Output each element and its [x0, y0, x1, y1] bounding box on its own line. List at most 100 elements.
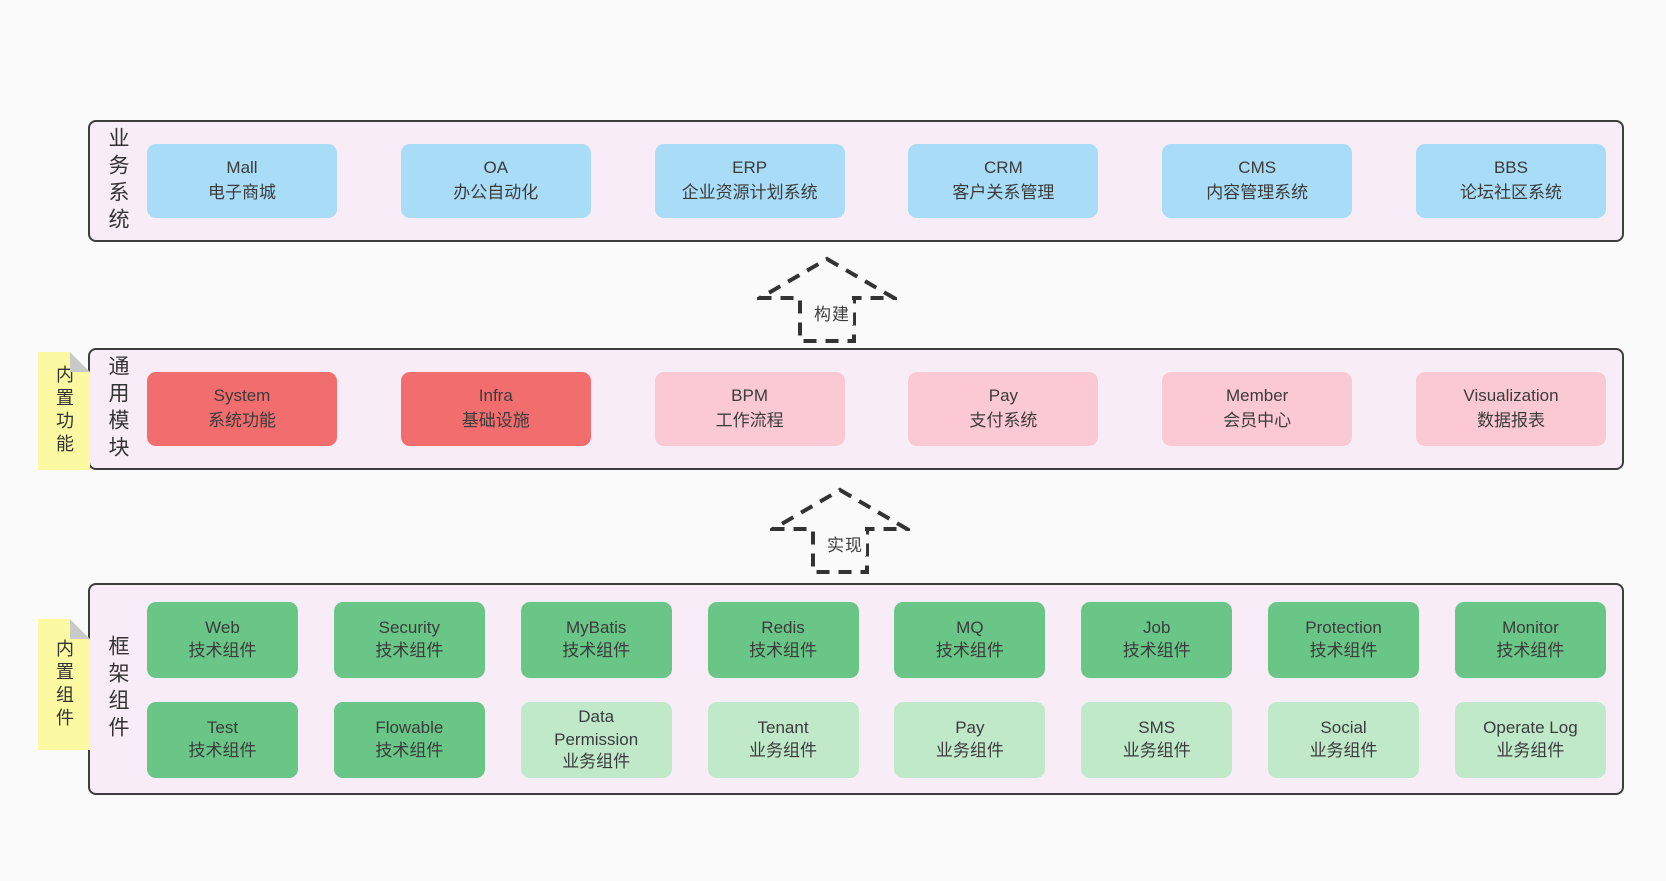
- arrow-build-label: 构建: [811, 300, 854, 325]
- box-subtitle: 业务组件: [562, 752, 631, 772]
- box-subtitle: 数据报表: [1476, 411, 1545, 430]
- box-oa: OA 办公自动化: [400, 144, 591, 218]
- arrow-build: 构建: [757, 256, 897, 344]
- box-subtitle: 支付系统: [969, 411, 1038, 430]
- box-pay: Pay 业务组件: [894, 702, 1046, 778]
- box-title: Monitor: [1502, 618, 1559, 638]
- box-mall: Mall 电子商城: [147, 144, 337, 218]
- box-subtitle: 业务组件: [749, 741, 818, 760]
- business-side-label: 业务系统: [106, 127, 129, 235]
- box-mq: MQ 技术组件: [894, 602, 1046, 678]
- box-title: Infra: [478, 386, 513, 406]
- box-subtitle: 技术组件: [188, 641, 257, 660]
- box-test: Test 技术组件: [147, 702, 298, 778]
- box-erp: ERP 企业资源计划系统: [654, 144, 845, 218]
- box-pay: Pay 支付系统: [908, 372, 1099, 446]
- sticky-built-in-features: 内置功能: [38, 352, 90, 470]
- box-subtitle: 基础设施: [461, 411, 530, 430]
- business-boxes: Mall 电子商城 OA 办公自动化 ERP 企业资源计划系统 CRM 客户关系管理 CMS 内容…: [147, 122, 1606, 240]
- box-monitor: Monitor 技术组件: [1454, 602, 1606, 678]
- box-sms: SMS 业务组件: [1081, 702, 1233, 778]
- sticky-built-in-components: 内置组件: [38, 619, 90, 750]
- panel-common-modules: 通用模块 System 系统功能 Infra 基础设施 BPM 工作流程 Pay 支付系统 Me…: [88, 348, 1624, 470]
- box-title: SMS: [1138, 718, 1176, 738]
- box-mybatis: MyBatis 技术组件: [520, 602, 672, 678]
- box-subtitle: 技术组件: [749, 641, 818, 660]
- box-title: BPM: [731, 386, 769, 406]
- sticky-built-in-components-label: 内置组件: [54, 638, 74, 731]
- box-crm: CRM 客户关系管理: [908, 144, 1099, 218]
- box-redis: Redis 技术组件: [707, 602, 859, 678]
- box-title: Tenant: [757, 718, 809, 738]
- box-title: Social: [1320, 718, 1367, 738]
- box-tenant: Tenant 业务组件: [707, 702, 859, 778]
- box-web: Web 技术组件: [147, 602, 298, 678]
- box-title: Pay: [988, 386, 1019, 406]
- modules-side-label: 通用模块: [106, 355, 129, 463]
- components-side-label: 框架组件: [106, 635, 129, 743]
- box-title: Protection: [1305, 618, 1382, 638]
- box-title: Redis: [761, 618, 805, 638]
- box-bbs: BBS 论坛社区系统: [1415, 144, 1606, 218]
- box-title: Test: [206, 718, 239, 738]
- box-subtitle: 技术组件: [188, 741, 257, 760]
- box-visualization: Visualization 数据报表: [1415, 372, 1606, 446]
- box-security: Security 技术组件: [333, 602, 485, 678]
- panel-business-systems: 业务系统 Mall 电子商城 OA 办公自动化 ERP 企业资源计划系统 CRM 客户关系管理…: [88, 120, 1624, 242]
- box-subtitle: 企业资源计划系统: [681, 183, 818, 202]
- box-subtitle: 技术组件: [935, 641, 1004, 660]
- box-title: BBS: [1493, 158, 1528, 178]
- box-subtitle: 技术组件: [1496, 641, 1565, 660]
- box-protection: Protection 技术组件: [1268, 602, 1420, 678]
- box-title: Job: [1143, 618, 1171, 638]
- box-title: Member: [1226, 386, 1289, 406]
- box-title: CRM: [984, 158, 1023, 178]
- box-title: System: [213, 386, 271, 406]
- box-title: Flowable: [375, 718, 444, 738]
- up-arrow-icon: [770, 487, 910, 574]
- box-bpm: BPM 工作流程: [654, 372, 845, 446]
- box-title: ERP: [732, 158, 768, 178]
- box-subtitle: 业务组件: [1496, 741, 1565, 760]
- box-subtitle: 工作流程: [715, 411, 784, 430]
- box-title: Web: [205, 618, 240, 638]
- modules-boxes: System 系统功能 Infra 基础设施 BPM 工作流程 Pay 支付系统 Member 会…: [147, 350, 1606, 468]
- box-cms: CMS 内容管理系统: [1162, 144, 1353, 218]
- box-infra: Infra 基础设施: [400, 372, 591, 446]
- box-title: Mall: [226, 158, 258, 178]
- box-member: Member 会员中心: [1162, 372, 1353, 446]
- box-title: CMS: [1238, 158, 1277, 178]
- box-title: OA: [483, 158, 509, 178]
- arrow-implement-label: 实现: [824, 531, 867, 556]
- box-subtitle: 技术组件: [375, 741, 444, 760]
- box-subtitle: 系统功能: [208, 411, 276, 430]
- box-subtitle: 技术组件: [562, 641, 631, 660]
- box-title: MQ: [956, 618, 984, 638]
- box-social: Social 业务组件: [1268, 702, 1420, 778]
- box-subtitle: 业务组件: [1309, 741, 1378, 760]
- box-flowable: Flowable 技术组件: [333, 702, 485, 778]
- box-subtitle: 电子商城: [208, 183, 276, 202]
- sticky-built-in-features-label: 内置功能: [54, 365, 74, 457]
- box-system: System 系统功能: [147, 372, 337, 446]
- box-title: Security: [378, 618, 441, 638]
- box-subtitle: 论坛社区系统: [1459, 183, 1562, 202]
- box-subtitle: 业务组件: [935, 741, 1004, 760]
- box-subtitle: 内容管理系统: [1206, 183, 1309, 202]
- box-subtitle: 办公自动化: [453, 183, 539, 202]
- box-operate-log: Operate Log 业务组件: [1454, 702, 1606, 778]
- box-subtitle: 技术组件: [1309, 641, 1378, 660]
- box-title: Visualization: [1463, 386, 1559, 406]
- box-title: MyBatis: [565, 618, 627, 638]
- box-subtitle: 业务组件: [1122, 741, 1191, 760]
- box-subtitle: 技术组件: [375, 641, 444, 660]
- box-subtitle: 客户关系管理: [952, 183, 1055, 202]
- box-title: Operate Log: [1483, 718, 1578, 738]
- box-title: Pay: [955, 718, 985, 738]
- box-subtitle: 会员中心: [1223, 411, 1292, 430]
